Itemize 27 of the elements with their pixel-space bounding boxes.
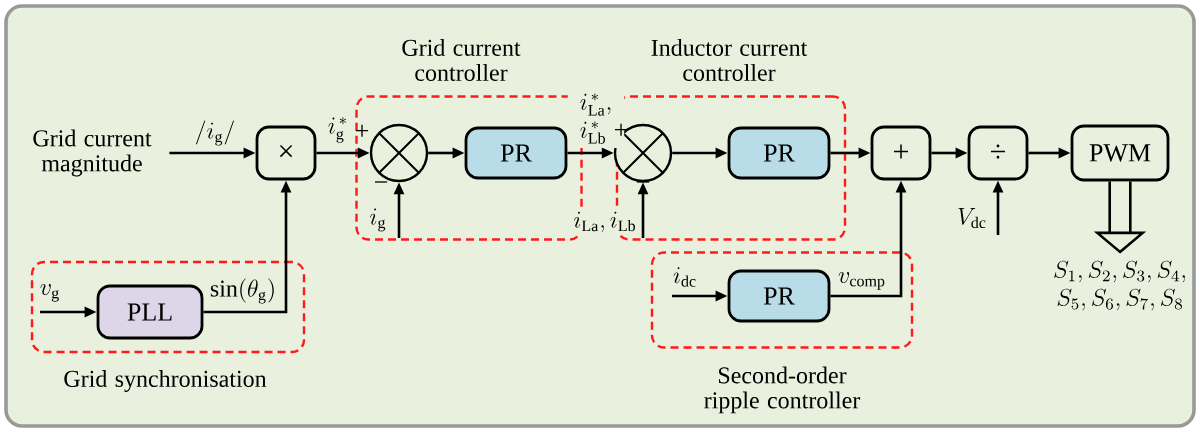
operator-block: × [255,125,317,181]
controller-block: PLL [96,284,204,340]
edge-label: $v_{\mathrm{comp}}$ [836,270,888,292]
edge-label: $\sin(\theta_{\mathrm{g}})$ [207,276,279,306]
edge-label: $V_{\mathrm{dc}}$ [955,205,989,231]
operator-block: + [870,125,932,181]
operator-block: ÷ [967,125,1029,181]
sign-label: + [355,124,369,137]
switch-signals: $\begin{array}{c}S_1,S_2,S_3,S_4,\\ S_5,S_6,S_7,S_8\end{array}$ [1054,260,1186,311]
controller-block: PR [727,126,831,180]
input-text: Grid current magnitude [33,129,152,177]
edge-label: $/i_{\mathrm{g}}/$ [192,118,238,148]
summing-junction [613,123,673,183]
sign-label: + [614,123,628,136]
edge-label: $i_{\mathrm{g}}^{\,*}$ [325,115,351,145]
edge-label: $i_{\mathrm{La}},i_{\mathrm{Lb}}$ [571,209,639,235]
controller-block: PR [464,126,568,180]
controller-block: PR [727,269,831,323]
summing-junction [369,123,429,183]
group-heading: Grid current controller [402,39,521,81]
edge-label: $i_{\mathrm{dc}}$ [670,265,700,289]
group-heading: Grid synchronisation [64,370,267,392]
sign-label: − [374,181,388,183]
operator-block: PWM [1070,124,1170,182]
group-heading: Inductor current controller [651,39,808,81]
edge-label: $v_{\mathrm{g}}$ [37,282,63,304]
group-heading: Second-order ripple controller [704,366,861,414]
